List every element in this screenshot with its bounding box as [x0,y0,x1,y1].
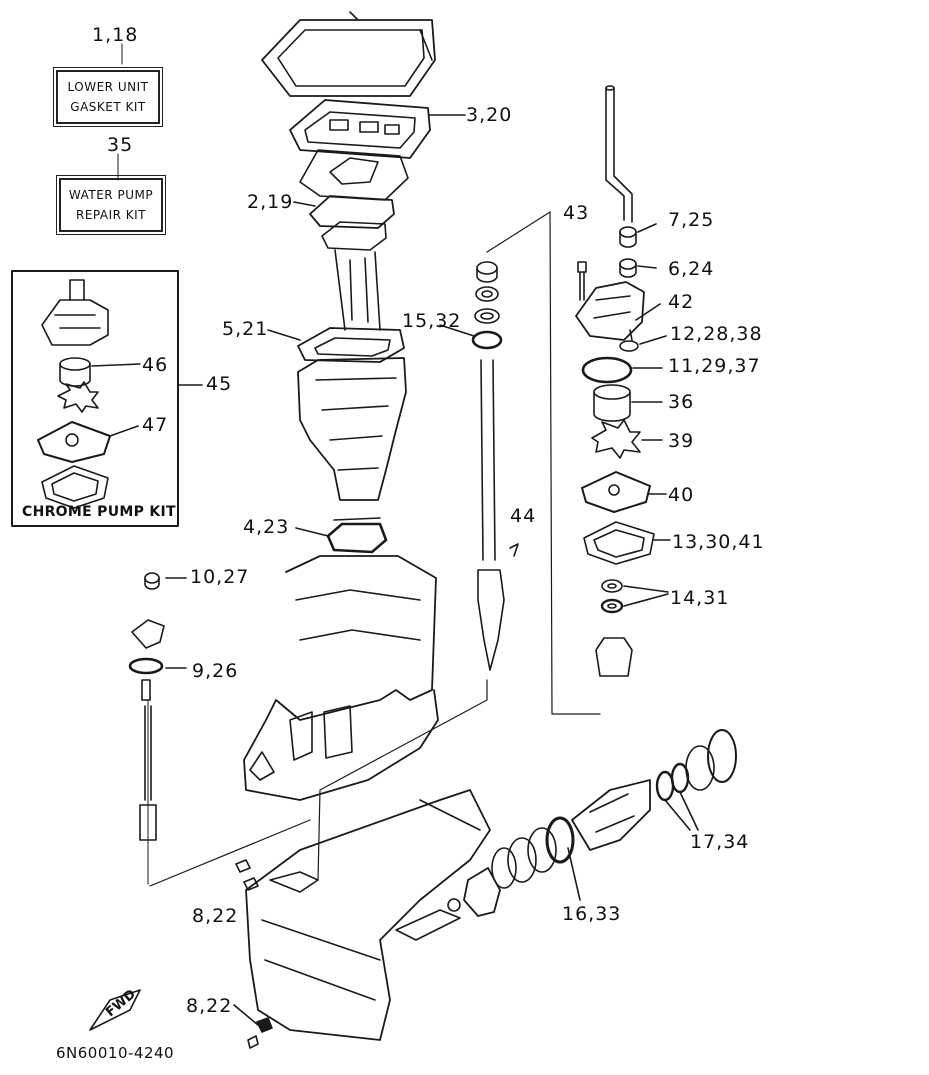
callout-16-33: 16,33 [562,903,622,925]
callout-39: 39 [668,430,695,452]
pump-kit-box: WATER PUMP REPAIR KIT [56,175,166,235]
callout-43: 43 [563,202,590,224]
gasket-kit-line2: GASKET KIT [70,100,146,114]
callout-45: 45 [206,373,233,395]
pump-kit-line1: WATER PUMP [68,188,154,202]
callout-15-32: 15,32 [402,310,462,332]
callout-6-24: 6,24 [668,258,715,280]
callout-3-20: 3,20 [466,104,513,126]
chrome-pump-kit-box [11,270,203,527]
callout-5-21: 5,21 [222,318,269,340]
callout-44: 44 [510,505,537,527]
pump-kit-ref: 35 [107,134,134,156]
callout-4-23: 4,23 [243,516,290,538]
fwd-arrow-shape [89,989,141,1031]
callout-36: 36 [668,391,695,413]
drive-shaft [149,211,601,887]
gasket-kit-ref: 1,18 [92,24,139,46]
shift-rod [128,572,187,885]
callout-8-22-lower: 8,22 [186,995,233,1017]
upper-casing [261,11,466,554]
water-pump-assembly [575,85,671,677]
callout-8-22-upper: 8,22 [192,905,239,927]
pump-kit-line2: REPAIR KIT [75,208,147,222]
callout-12-28-38: 12,28,38 [670,323,763,345]
callout-14-31: 14,31 [670,587,730,609]
callout-46: 46 [142,354,169,376]
callout-42: 42 [668,291,695,313]
pump-housing-small [41,299,109,346]
chrome-pump-kit-title: CHROME PUMP KIT [22,504,176,520]
callout-9-26: 9,26 [192,660,239,682]
callout-13-30-41: 13,30,41 [672,531,765,553]
callout-40: 40 [668,484,695,506]
gasket-kit-box: LOWER UNIT GASKET KIT [53,67,163,127]
callout-2-19: 2,19 [247,191,294,213]
gasket-kit-line1: LOWER UNIT [67,80,149,94]
callout-10-27: 10,27 [190,566,250,588]
callout-7-25: 7,25 [668,209,715,231]
callout-47: 47 [142,414,169,436]
callout-11-29-37: 11,29,37 [668,355,761,377]
gearcase [233,789,491,1049]
prop-shaft-assembly [463,729,737,917]
callout-17-34: 17,34 [690,831,750,853]
lower-casing-body [243,555,439,801]
impeller-small [57,381,99,413]
diagram-code: 6N60010-4240 [56,1044,175,1062]
